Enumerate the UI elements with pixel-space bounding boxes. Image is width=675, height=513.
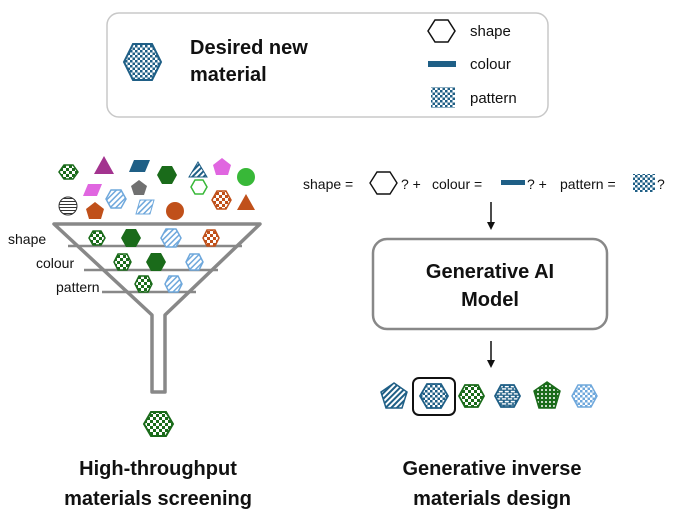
filter-label-colour: colour (36, 255, 74, 271)
generative-caption-line1: Generative inverse (403, 458, 582, 480)
candidate-materials-cloud (58, 156, 255, 220)
arrow-down-icon (487, 202, 495, 230)
candidate-hexagon-icon (157, 166, 177, 184)
funnel-hexagon-icon (202, 229, 220, 247)
legend-title-line2: material (190, 64, 267, 86)
candidate-triangle-icon (237, 194, 255, 210)
generated-hexagon-icon (571, 384, 598, 408)
screening-caption-line1: High-throughput (79, 458, 237, 480)
generated-hexagon-icon (457, 384, 486, 408)
candidate-pentagon-icon (86, 202, 104, 219)
candidate-triangle-icon (94, 156, 114, 174)
funnel-hexagon-icon (134, 275, 153, 293)
candidate-hexagon-icon (190, 179, 208, 195)
screening-funnel (52, 222, 262, 437)
hexagon-outline-icon (427, 19, 456, 43)
candidate-circle-icon (166, 202, 184, 220)
screening-caption-line2: materials screening (64, 488, 252, 510)
model-title-line2: Model (461, 289, 519, 311)
query-colour-label: colour = (432, 176, 482, 192)
candidate-pentagon-icon (131, 180, 147, 195)
generative-model-box: Generative AI Model (371, 237, 609, 331)
funnel-outline (52, 222, 262, 394)
model-title-line1: Generative AI (426, 261, 554, 283)
screened-material-hexagon-icon (142, 411, 175, 437)
candidate-hexagon-icon (105, 189, 127, 209)
candidate-parallelogram-icon (135, 199, 155, 215)
query-q1: ? + (401, 176, 421, 192)
generated-hexagon-icon (493, 384, 522, 408)
funnel-hexagon-icon (88, 230, 106, 246)
legend-box: Desired new material shape colour patter… (106, 12, 549, 118)
desired-material-hexagon-icon (122, 43, 163, 81)
query-shape-label: shape = (303, 176, 353, 192)
query-q2: ? + (527, 176, 547, 192)
funnel-hexagon-icon (160, 228, 182, 248)
query-checker-square-icon (633, 174, 655, 192)
generative-query: shape = ? + colour = ? + pattern = ? (303, 171, 665, 195)
generated-pentagon-icon (533, 381, 561, 409)
query-blue-bar-icon (501, 180, 525, 185)
filter-label-shape: shape (8, 231, 46, 247)
selected-hexagon-icon (418, 383, 450, 409)
funnel-hexagon-icon (185, 253, 204, 271)
arrow-down-icon (487, 341, 495, 368)
generated-candidates (380, 377, 598, 416)
legend-title-line1: Desired new (190, 37, 308, 59)
candidate-parallelogram-icon (83, 184, 102, 196)
funnel-hexagon-icon (113, 253, 132, 271)
candidate-triangle-icon (188, 161, 208, 178)
generated-pentagon-icon (380, 382, 408, 409)
legend-colour-label: colour (470, 56, 511, 73)
funnel-hexagon-icon (121, 229, 141, 247)
generative-caption-line2: materials design (413, 488, 571, 510)
checker-square-icon (431, 87, 455, 108)
legend-pattern-label: pattern (470, 90, 517, 107)
candidate-circle-icon (58, 196, 78, 216)
legend-shape-label: shape (470, 23, 511, 40)
candidate-pentagon-icon (213, 158, 231, 175)
candidate-hexagon-icon (211, 190, 232, 210)
candidate-parallelogram-icon (129, 160, 150, 172)
query-hexagon-icon (369, 171, 398, 195)
query-pattern-label: pattern = (560, 176, 616, 192)
funnel-hexagon-icon (164, 275, 183, 293)
filter-label-pattern: pattern (56, 279, 100, 295)
candidate-circle-icon (237, 168, 255, 186)
query-q3: ? (657, 176, 665, 192)
blue-bar-icon (428, 61, 456, 67)
funnel-hexagon-icon (146, 253, 166, 271)
candidate-hexagon-icon (58, 164, 79, 180)
